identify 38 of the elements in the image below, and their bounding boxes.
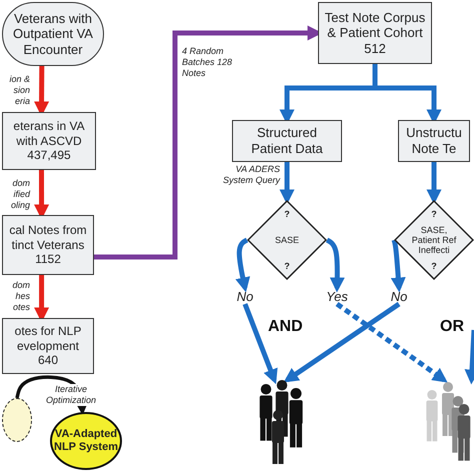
outcome-label: No — [386, 288, 412, 304]
process-box — [2, 112, 96, 170]
box-label: eterans in VA with ASCVD — [12, 119, 86, 148]
outcome-label: No — [232, 288, 258, 304]
process-box — [398, 120, 470, 162]
box-label: Veterans with Outpatient VA Encounter — [12, 10, 94, 58]
operator-label: OR — [440, 318, 464, 336]
arrow — [336, 302, 448, 383]
diamond-text: ? — [431, 210, 437, 220]
edge-label: 4 Random Batches 128 Notes — [182, 46, 234, 78]
box-label: otes for NLP evelopment — [14, 324, 82, 354]
box-label: Test Note Corpus & Patient Cohort — [324, 10, 426, 41]
box-label: Structured Patient Data — [250, 125, 324, 157]
arrow — [242, 303, 278, 384]
box-label: 437,495 — [27, 148, 71, 163]
operator-label: AND — [268, 318, 303, 336]
process-box — [2, 215, 94, 275]
process-box — [318, 2, 432, 64]
diamond-text: SASE, Patient Ref Ineffecti — [410, 226, 458, 256]
decision-diamond — [247, 200, 327, 280]
box-label: cal Notes from tinct Veterans — [8, 223, 88, 252]
box-label: 1152 — [35, 252, 61, 267]
dashed-circle — [2, 398, 32, 442]
arrow — [283, 302, 400, 383]
arrow — [390, 238, 406, 292]
box-label: VA-Adapted NLP System — [53, 428, 119, 454]
arrow — [464, 330, 474, 384]
diamond-text: SASE — [274, 236, 299, 246]
box-label: 512 — [364, 40, 386, 56]
diamond-text: ? — [431, 262, 437, 272]
box-label: 640 — [38, 353, 58, 368]
box-label: Unstructu Note Te — [405, 125, 463, 157]
outcome-label: Yes — [322, 288, 352, 304]
diamond-text: ? — [284, 262, 290, 272]
diamond-text: ? — [284, 210, 290, 220]
decision-diamond — [394, 200, 474, 280]
process-box — [232, 120, 342, 162]
process-box — [2, 318, 94, 374]
